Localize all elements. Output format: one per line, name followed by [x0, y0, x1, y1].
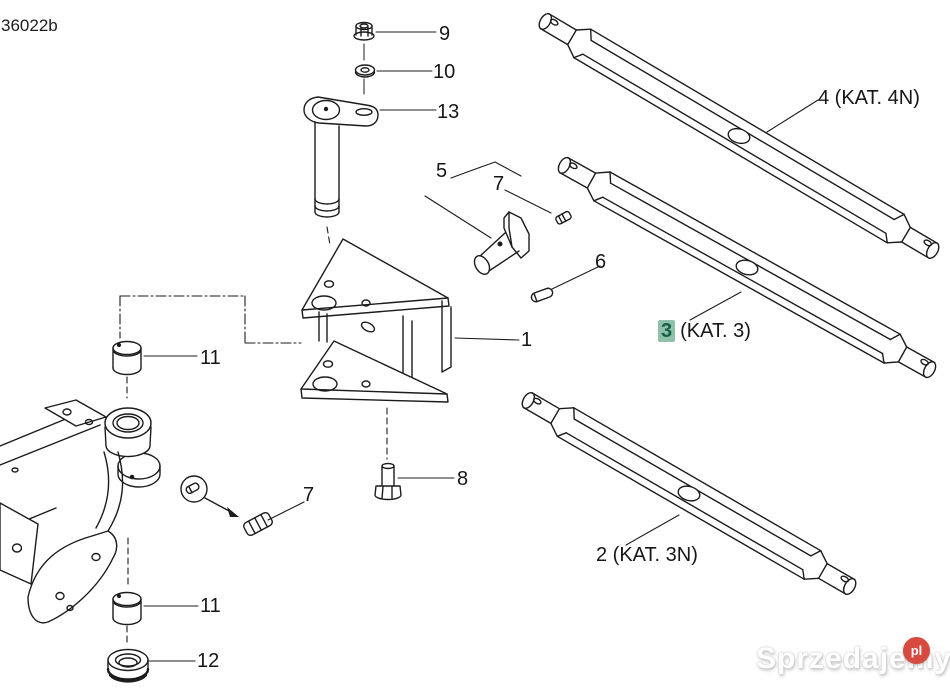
callout-3-number: 3 — [658, 320, 676, 342]
callout-3: 3(KAT. 3) — [658, 320, 751, 342]
bushing-lower — [112, 591, 142, 626]
callout-11-upper: 11 — [200, 347, 221, 369]
center-lines — [119, 43, 388, 644]
callout-7-bottom: 7 — [303, 484, 315, 506]
roll-pin — [530, 287, 554, 303]
bolt — [374, 462, 402, 501]
bushing-upper — [112, 340, 142, 376]
grub-screw-small — [555, 210, 572, 225]
hitch-bracket — [300, 238, 452, 403]
bearing-ring — [106, 648, 150, 683]
callout-2: 2 (KAT. 3N) — [596, 544, 698, 566]
callout-5: 5 — [436, 160, 448, 182]
washer — [354, 64, 376, 78]
arrow-icon — [227, 507, 239, 517]
callout-3-kat: (KAT. 3) — [680, 320, 751, 342]
callout-6: 6 — [595, 251, 607, 273]
callout-12: 12 — [197, 650, 220, 672]
watermark-badge: pl — [903, 637, 930, 664]
callout-4: 4 (KAT. 4N) — [818, 87, 920, 109]
leader-lines — [143, 31, 819, 662]
callout-1: 1 — [521, 329, 533, 351]
drawing-code: 36022b — [1, 16, 58, 35]
handle-pin — [303, 96, 379, 218]
callout-7-top: 7 — [493, 173, 505, 195]
grub-screw-large — [243, 511, 273, 537]
nut — [353, 21, 375, 41]
callout-8: 8 — [457, 468, 469, 490]
callout-10: 10 — [433, 61, 456, 83]
callout-11-lower: 11 — [200, 595, 221, 617]
detail-circle — [180, 475, 239, 517]
axle-frame — [0, 399, 161, 624]
clevis-pin — [473, 211, 530, 275]
watermark: Sprzedajemy pl — [756, 637, 950, 682]
link-bar-kat3 — [557, 156, 937, 379]
callout-13: 13 — [437, 101, 460, 123]
link-bar-kat4n — [538, 12, 940, 259]
callout-9: 9 — [439, 23, 451, 45]
link-bar-kat3n — [521, 391, 857, 596]
